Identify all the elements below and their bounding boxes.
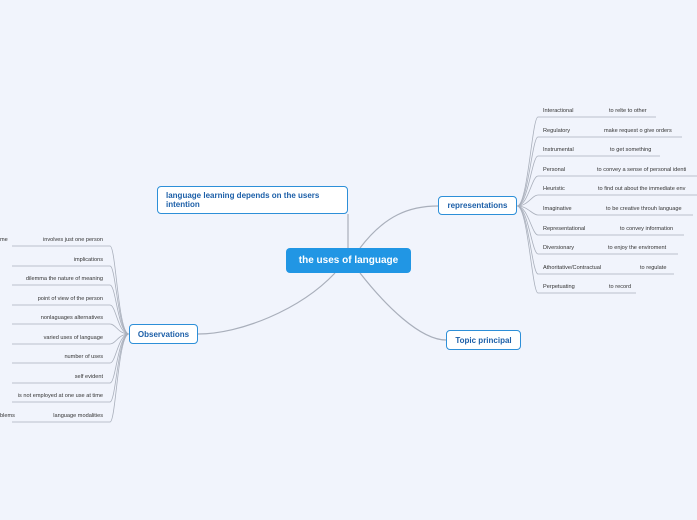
obs-extra: blems — [0, 413, 15, 419]
rep-value: to find out about the immediate env — [598, 186, 686, 192]
link-central-topic — [359, 272, 447, 341]
topic-principal-label: Topic principal — [455, 335, 512, 345]
link-representation-1 — [516, 136, 682, 207]
obs-label: varied uses of language — [43, 335, 103, 341]
topic-intention[interactable]: language learning depends on the users i… — [157, 186, 348, 214]
link-central-observations — [197, 272, 336, 335]
link-observation-0 — [12, 245, 130, 335]
rep-value: to record — [609, 284, 632, 290]
link-observation-4 — [12, 323, 130, 335]
rep-label: Representational — [543, 226, 586, 232]
topic-principal[interactable]: Topic principal — [446, 330, 521, 350]
link-representation-3 — [516, 175, 697, 207]
rep-label: Regulatory — [543, 128, 571, 134]
link-representation-2 — [516, 155, 660, 207]
rep-value: to regulate — [640, 265, 667, 271]
link-representation-7 — [516, 205, 678, 255]
link-observation-7 — [12, 333, 130, 384]
central-topic[interactable]: the uses of language — [286, 248, 411, 273]
rep-value: to enjoy the enviroment — [608, 245, 667, 251]
rep-value: to be creative throuh language — [606, 206, 682, 212]
obs-label: is not employed at one use at time — [17, 393, 103, 399]
obs-label: point of view of the person — [37, 296, 103, 302]
link-observation-3 — [12, 304, 130, 335]
link-representation-0 — [516, 116, 656, 207]
link-observation-5 — [12, 333, 130, 345]
link-central-representations — [359, 205, 439, 249]
obs-label: number of uses — [64, 354, 103, 360]
topic-representations[interactable]: representations — [438, 196, 517, 215]
obs-extra: me — [0, 237, 8, 243]
rep-label: Personal — [543, 167, 566, 173]
topic-observations[interactable]: Observations — [129, 324, 198, 344]
rep-value: to convey a sense of personal identi — [597, 167, 687, 173]
link-observation-1 — [12, 265, 130, 335]
rep-label: Imaginative — [543, 206, 572, 212]
obs-label: self evident — [74, 374, 103, 380]
rep-value: to relte to other — [609, 108, 647, 114]
link-representation-4 — [516, 194, 697, 207]
topic-representations-label: representations — [447, 201, 508, 210]
link-observation-2 — [12, 284, 130, 335]
obs-label: dilemma the nature of meaning — [25, 276, 103, 282]
rep-label: Interactional — [543, 108, 574, 114]
obs-label: nonlaguages alternatives — [40, 315, 103, 321]
rep-label: Heuristic — [543, 186, 565, 192]
central-topic-label: the uses of language — [298, 255, 399, 266]
rep-label: Instrumental — [543, 147, 574, 153]
obs-label: involves just one person — [42, 237, 103, 243]
link-representation-5 — [516, 205, 693, 216]
obs-label: implications — [73, 257, 103, 263]
rep-label: Athoritative/Contractual — [543, 265, 602, 271]
obs-label: language modalities — [53, 413, 103, 419]
link-observation-9 — [12, 333, 130, 423]
rep-label: Perpetuating — [543, 284, 575, 290]
rep-value: make request o give orders — [604, 128, 672, 134]
link-representation-9 — [516, 205, 636, 294]
link-representation-8 — [516, 205, 674, 275]
topic-observations-label: Observations — [137, 329, 190, 339]
rep-value: to get something — [610, 147, 652, 153]
rep-label: Diversionary — [543, 245, 575, 251]
topic-intention-label: language learning depends on the users i… — [166, 190, 320, 209]
rep-value: to convey information — [620, 226, 674, 232]
